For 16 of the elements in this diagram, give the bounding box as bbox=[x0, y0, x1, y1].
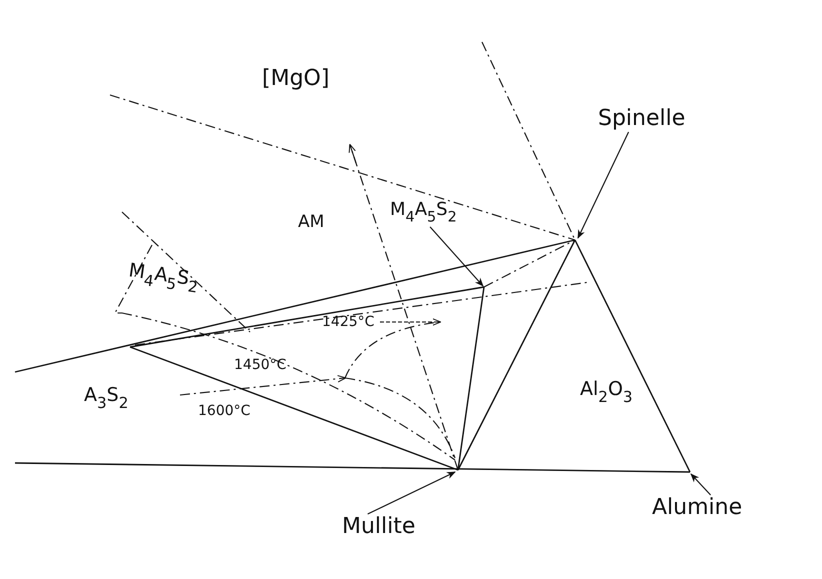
phase-label: Spinelle bbox=[598, 108, 686, 130]
field-label: [MgO] bbox=[262, 68, 330, 90]
phase-label: Mullite bbox=[342, 516, 416, 538]
leader-line bbox=[367, 472, 456, 514]
phase-label: A$_{3}$S$_{2}$ bbox=[84, 386, 128, 412]
temperature-label: 1600°C bbox=[198, 404, 250, 418]
phase-label: M$_{4}$A$_{5}$S$_{2}$ bbox=[390, 201, 457, 225]
phase-label: Al$_{2}$O$_{3}$ bbox=[580, 380, 633, 406]
phase-label: Alumine bbox=[652, 497, 742, 519]
leader-line bbox=[430, 226, 484, 287]
temperature-label: 1425°C bbox=[322, 315, 374, 329]
phase-label: M$_{4}$A$_{5}$S$_{2}$ bbox=[126, 261, 200, 296]
phase-label: AM bbox=[298, 214, 324, 231]
leader-line bbox=[578, 132, 630, 239]
temperature-label: 1450°C bbox=[234, 358, 286, 372]
leader-line bbox=[690, 473, 711, 496]
